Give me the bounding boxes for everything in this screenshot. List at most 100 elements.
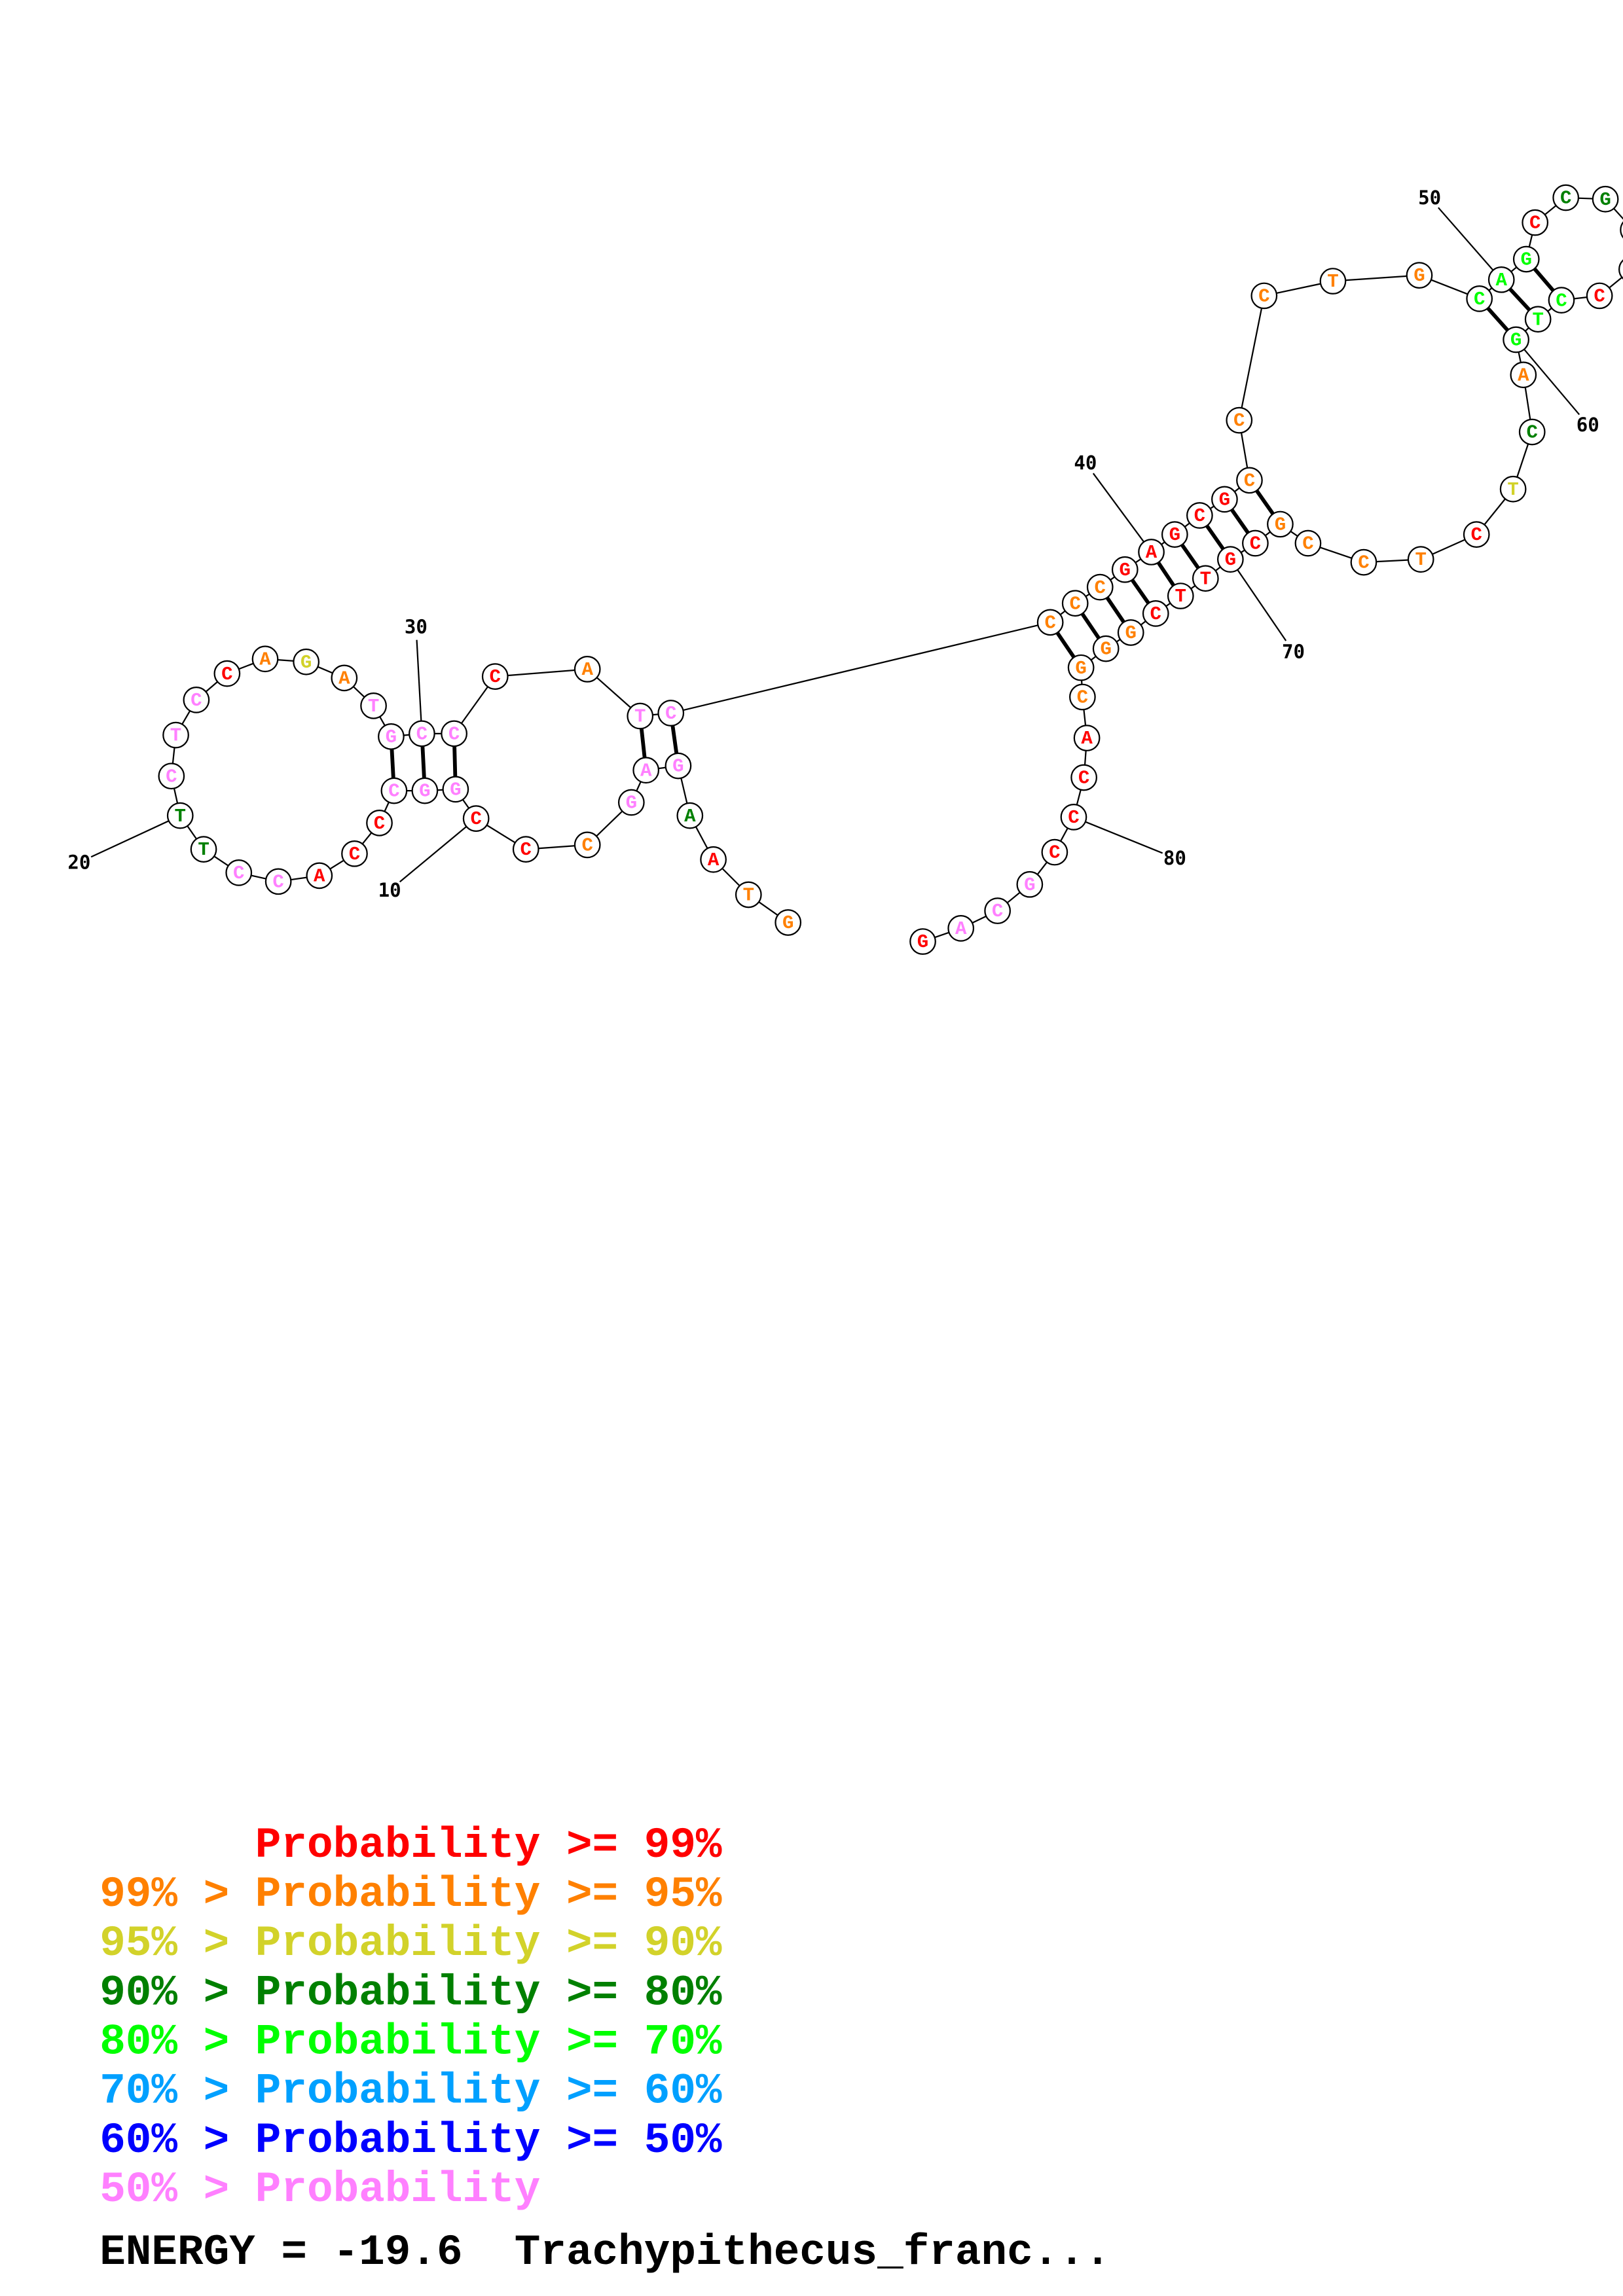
nucleotide-circle bbox=[378, 723, 405, 750]
nucleotide-circle bbox=[1466, 285, 1493, 312]
nucleotide-letter: G bbox=[301, 652, 312, 673]
nucleotide-circle bbox=[1086, 573, 1114, 601]
legend-entry: 70% > Probability >= 60% bbox=[100, 2067, 722, 2116]
nucleotide-letter: G bbox=[626, 793, 637, 814]
nucleotide-letter: G bbox=[1521, 249, 1532, 271]
nucleotide-circle bbox=[574, 831, 601, 859]
nucleotide-letter: G bbox=[1169, 524, 1180, 546]
nucleotide-circle bbox=[1586, 282, 1613, 310]
nucleotide-circle bbox=[1192, 565, 1219, 592]
nucleotide-letter: C bbox=[1474, 289, 1485, 310]
nucleotide: C bbox=[380, 777, 408, 804]
nucleotide: C bbox=[1586, 282, 1613, 310]
nucleotide: T bbox=[735, 881, 762, 908]
nucleotide-circle bbox=[166, 802, 194, 829]
nucleotide: C bbox=[366, 809, 393, 836]
nucleotide-circle bbox=[213, 660, 241, 687]
nucleotide-letter: A bbox=[259, 649, 271, 670]
backbone-link bbox=[670, 621, 1051, 714]
nucleotide: A bbox=[1138, 539, 1165, 565]
nucleotide-letter: C bbox=[1069, 593, 1080, 615]
nucleotide-circle bbox=[1518, 418, 1546, 446]
nucleotide: A bbox=[1487, 266, 1515, 293]
nucleotide-letter: A bbox=[1518, 365, 1529, 386]
nucleotide-letter: T bbox=[175, 806, 186, 827]
nucleotide-circle bbox=[366, 809, 393, 836]
position-label: 30 bbox=[405, 616, 428, 638]
nucleotide-circle bbox=[1294, 529, 1322, 557]
nucleotide-circle bbox=[1499, 475, 1527, 503]
nucleotide: G bbox=[617, 789, 645, 816]
legend-entry: 99% > Probability >= 95% bbox=[100, 1870, 722, 1919]
nucleotide: G bbox=[1117, 619, 1144, 646]
nucleotide: T bbox=[360, 692, 387, 719]
nucleotide-letter: G bbox=[386, 726, 397, 748]
position-marker-line bbox=[90, 815, 181, 858]
position-label: 20 bbox=[67, 852, 90, 874]
position-label: 50 bbox=[1418, 187, 1441, 209]
nucleotide: C bbox=[441, 720, 467, 747]
nucleotide-letter: A bbox=[708, 850, 720, 871]
nucleotide-letter: G bbox=[1219, 490, 1230, 511]
nucleotide: T bbox=[166, 802, 194, 829]
position-marker-line bbox=[1230, 558, 1287, 641]
nucleotide-circle bbox=[1463, 521, 1490, 548]
nucleotide: C bbox=[1518, 418, 1546, 446]
nucleotide-circle bbox=[1552, 184, 1580, 211]
nucleotide-circle bbox=[1070, 764, 1097, 791]
nucleotide-circle bbox=[1117, 619, 1144, 646]
position-label: 60 bbox=[1577, 414, 1599, 436]
nucleotide-circle bbox=[1216, 546, 1244, 573]
nucleotide: A bbox=[306, 862, 333, 889]
nucleotide-circle bbox=[1503, 326, 1529, 353]
nucleotide: T bbox=[1192, 565, 1219, 592]
nucleotide: C bbox=[1086, 573, 1114, 601]
nucleotide-letter: C bbox=[1049, 842, 1060, 864]
nucleotide-letter: C bbox=[1095, 577, 1106, 599]
nucleotide-letter: C bbox=[1358, 552, 1369, 574]
nucleotide: G bbox=[1406, 262, 1433, 289]
nucleotide-letter: C bbox=[1077, 687, 1088, 709]
nucleotide-letter: T bbox=[743, 885, 754, 906]
nucleotide bbox=[1620, 221, 1623, 239]
nucleotide-circle bbox=[1138, 539, 1165, 565]
nucleotide: G bbox=[1067, 654, 1095, 681]
nucleotide: G bbox=[665, 752, 692, 780]
nucleotide: G bbox=[1211, 486, 1238, 513]
backbone-link bbox=[1238, 295, 1265, 421]
nucleotide-letter: C bbox=[490, 666, 501, 688]
nucleotide-circle bbox=[183, 687, 210, 713]
nucleotide-letter: C bbox=[1258, 286, 1269, 308]
nucleotide-letter: C bbox=[1233, 410, 1245, 432]
nucleotide-letter: G bbox=[1599, 189, 1611, 211]
nucleotide-letter: A bbox=[640, 760, 652, 781]
base-pairs bbox=[389, 258, 1563, 791]
nucleotide: A bbox=[947, 915, 975, 942]
nucleotide-circle bbox=[574, 656, 601, 683]
nucleotide: G bbox=[378, 723, 405, 750]
nucleotide-circle bbox=[1092, 635, 1120, 662]
nucleotide: G bbox=[1512, 245, 1540, 273]
nucleotide-letter: A bbox=[314, 865, 325, 887]
nucleotide: G bbox=[411, 777, 439, 804]
nucleotide-letter: T bbox=[634, 706, 646, 728]
nucleotide-letter: G bbox=[450, 779, 461, 800]
nucleotide-letter: A bbox=[684, 806, 696, 827]
nucleotide-letter: A bbox=[1146, 542, 1158, 564]
nucleotide-letter: T bbox=[1327, 271, 1338, 293]
nucleotide-circle bbox=[341, 840, 368, 867]
nucleotide: C bbox=[225, 859, 253, 886]
nucleotide: A bbox=[1073, 725, 1101, 751]
nucleotide-circle bbox=[1161, 521, 1188, 548]
nucleotide-circle bbox=[1267, 511, 1294, 538]
nucleotide-letter: G bbox=[782, 912, 793, 934]
nucleotide: C bbox=[1463, 521, 1490, 548]
nucleotide: C bbox=[1142, 600, 1169, 627]
nucleotide-circle bbox=[1242, 529, 1269, 557]
position-marker-line bbox=[1438, 207, 1503, 281]
nucleotide-circle bbox=[676, 802, 704, 829]
legend-entry: 50% > Probability bbox=[100, 2165, 540, 2214]
nucleotide-circle bbox=[1073, 725, 1101, 751]
nucleotide-letter: G bbox=[1413, 265, 1425, 287]
nucleotide-letter: T bbox=[1532, 309, 1543, 331]
